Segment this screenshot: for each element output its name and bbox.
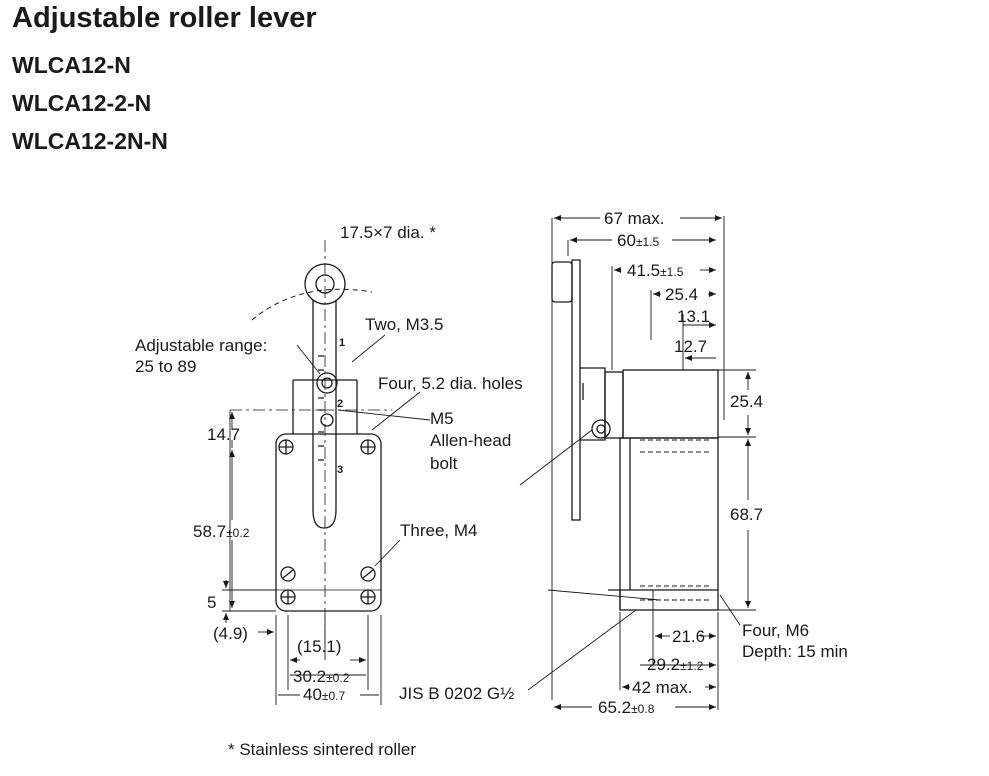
dimension-41-5-value: 41.5 (627, 261, 660, 280)
page-title: Adjustable roller lever (12, 2, 317, 34)
head-housing (622, 369, 719, 439)
front-dimensions (222, 334, 431, 705)
allen-bolt-inner (596, 424, 606, 434)
dimension-41-5: 41.5±1.5 (627, 261, 684, 280)
dimension-40-tolerance: ±0.7 (322, 689, 346, 703)
dimension-15-1: (15.1) (297, 637, 341, 656)
dimension-60-value: 60 (617, 231, 636, 250)
lever-arm (312, 300, 337, 529)
allen-head-label: Allen-head (430, 431, 511, 450)
dimension-40: 40±0.7 (303, 685, 346, 704)
dimension-29-2-value: 29.2 (647, 655, 680, 674)
dimension-41-5-tolerance: ±1.5 (660, 265, 684, 279)
roller-side (551, 261, 573, 303)
centerline-front (230, 240, 392, 640)
pivot-inner (321, 377, 333, 389)
scale-number-2: 2 (337, 398, 343, 410)
four-m6-label: Four, M6 (742, 621, 809, 640)
bolt-label: bolt (430, 454, 458, 473)
dimension-40-value: 40 (303, 685, 322, 704)
jis-thread-label: JIS B 0202 G½ (399, 684, 514, 703)
scale-number-3: 3 (337, 464, 343, 476)
dimension-60-tolerance: ±1.5 (636, 235, 660, 249)
footnote: * Stainless sintered roller (228, 740, 417, 759)
two-m35-label: Two, M3.5 (365, 315, 443, 334)
dimension-29-2: 29.2±1.2 (647, 655, 704, 674)
dimension-65-2-value: 65.2 (598, 698, 631, 717)
dimension-65-2: 65.2±0.8 (598, 698, 655, 717)
lever-plate (571, 259, 581, 521)
scale-hole-2 (320, 413, 334, 427)
adjustable-range-arc (251, 288, 373, 321)
depth-label: Depth: 15 min (742, 642, 848, 661)
body-details (608, 438, 718, 610)
dimension-42-max: 42 max. (632, 678, 692, 697)
dimension-30-2-tolerance: ±0.2 (326, 671, 350, 685)
dimension-29-2-tolerance: ±1.2 (680, 659, 704, 673)
dimension-12-7: 12.7 (674, 337, 707, 356)
dimension-14-7: 14.7 (207, 425, 240, 444)
dimension-21-6: 21.6 (672, 627, 705, 646)
dimension-25-4-top: 25.4 (665, 285, 698, 304)
dimension-60: 60±1.5 (617, 231, 660, 250)
dimension-5: 5 (207, 593, 216, 612)
roller-dimension-label: 17.5×7 dia. * (340, 223, 436, 242)
pivot-outer (316, 372, 338, 394)
dimension-65-2-tolerance: ±0.8 (631, 702, 655, 716)
dimension-13-1: 13.1 (677, 307, 710, 326)
three-m4-label: Three, M4 (400, 521, 477, 540)
dimension-30-2: 30.2±0.2 (293, 667, 350, 686)
front-view (230, 240, 392, 640)
scale-ticks (318, 355, 324, 461)
cover-screws (280, 566, 376, 582)
model-name-2: WLCA12-2-N (12, 90, 152, 116)
head-ring (604, 371, 624, 439)
dimension-58-7: 58.7±0.2 (193, 522, 250, 541)
mounting-holes (278, 439, 376, 605)
switch-body-side (619, 437, 719, 611)
dimension-58-7-tolerance: ±0.2 (226, 526, 250, 540)
m5-label: M5 (430, 409, 454, 428)
scale-number-1: 1 (339, 337, 345, 349)
side-dimensions (519, 215, 756, 710)
dimension-25-4-right: 25.4 (730, 392, 763, 411)
four-holes-label: Four, 5.2 dia. holes (378, 374, 523, 393)
dimension-30-2-value: 30.2 (293, 667, 326, 686)
adjustable-range-label-2: 25 to 89 (135, 357, 196, 376)
dimension-67-max: 67 max. (604, 209, 664, 228)
switch-body-front (275, 433, 382, 612)
dimension-68-7: 68.7 (730, 505, 763, 524)
dimension-58-7-value: 58.7 (193, 522, 226, 541)
model-name-1: WLCA12-N (12, 52, 131, 78)
model-name-3: WLCA12-2N-N (12, 128, 168, 154)
adjustable-range-label-1: Adjustable range: (135, 336, 267, 355)
allen-bolt-outer (591, 419, 611, 439)
dimension-4-9: (4.9) (213, 624, 248, 643)
